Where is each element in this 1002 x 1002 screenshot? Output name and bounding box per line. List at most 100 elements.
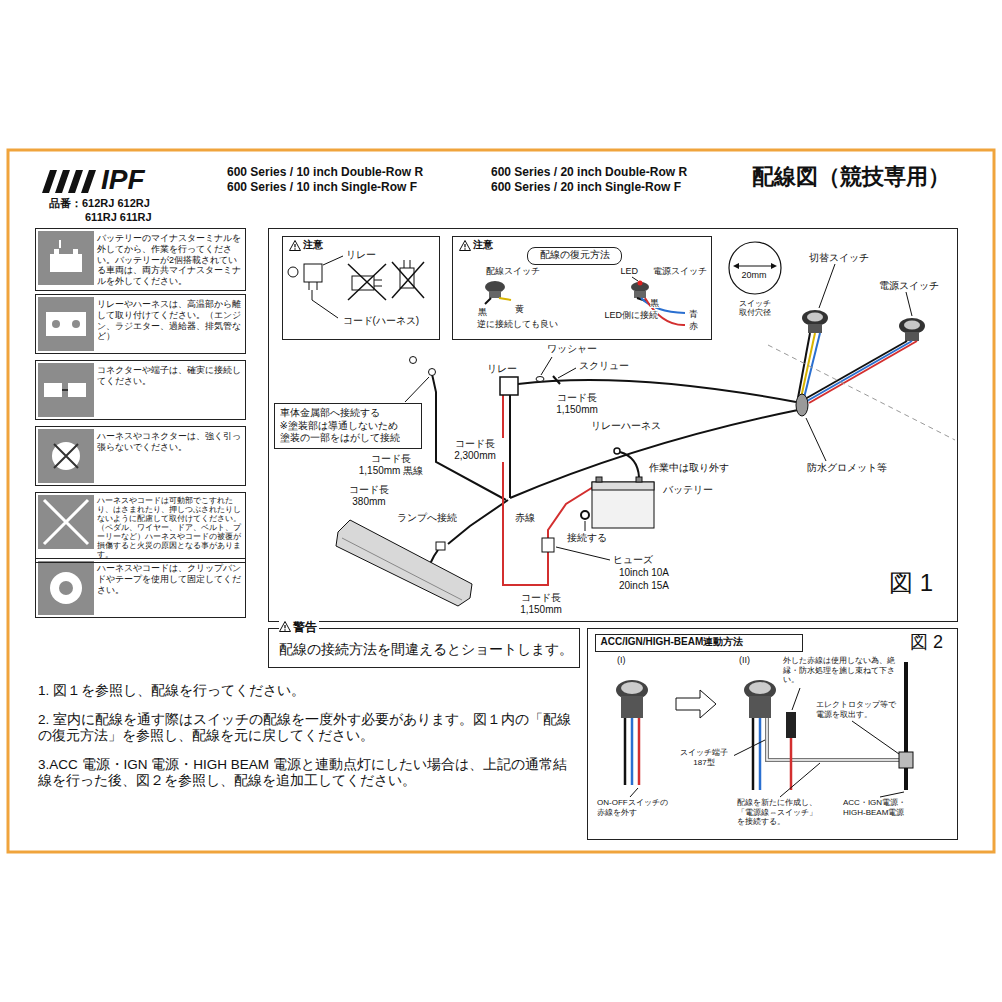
red-power-wire — [503, 395, 548, 585]
lamp-bar — [342, 538, 462, 600]
ground-screws — [410, 357, 417, 364]
figure-number: 図 1 — [889, 569, 933, 598]
warning-triangle — [280, 622, 291, 632]
hole-size-arrow — [733, 263, 777, 269]
note-box: 車体金属部へ接続する※塗装部は導通しないため塗装の一部をはがして接続 — [274, 403, 422, 449]
warning-triangle — [289, 240, 301, 251]
box-heading: 配線の復元方法 — [540, 249, 610, 261]
diagram-title: 配線図（競技専用） — [752, 164, 950, 190]
part-name: ワッシャー — [546, 343, 598, 355]
restore-switch-drawing — [638, 281, 643, 286]
caution-icon — [54, 249, 59, 254]
model-name: 600 Series / 20 inch Double-Row R — [490, 165, 688, 179]
battery — [596, 477, 602, 482]
caution-card: バッテリーのマイナスターミナルを外してから、作業を行ってください。バッテリーが2… — [35, 228, 246, 291]
note-text: 外した赤線は使用しない為、絶縁・防水処理を施し束ねて下さい。 — [782, 656, 898, 685]
wire-color: 赤 — [689, 321, 698, 332]
relay-caution-drawing — [374, 280, 382, 286]
page-frame — [8, 150, 994, 852]
relay-caution-drawing — [288, 256, 424, 318]
logo-stripes — [42, 170, 96, 193]
warning-triangle — [294, 244, 295, 247]
fig2-switch-after — [744, 680, 902, 790]
caution-icon — [46, 312, 86, 336]
caution-icon — [52, 442, 80, 470]
caution-heading: 注意 — [459, 239, 495, 251]
caution-icon — [62, 389, 68, 391]
caution-icon — [50, 572, 82, 604]
caution-card: コネクターや端子は、確実に接続してください。 — [35, 360, 246, 420]
fig2-switch-before — [638, 718, 641, 785]
caution-icon — [44, 383, 62, 397]
part-name: リレーハーネス — [590, 420, 662, 432]
power-line — [899, 662, 913, 790]
fig2-leaders — [733, 688, 904, 797]
caution-icon — [38, 429, 94, 483]
warning-heading: 警告 — [279, 620, 319, 634]
part-name: コード(ハーネス) — [343, 315, 420, 327]
model-name: 600 Series / 10 inch Single-Row F — [226, 180, 418, 194]
switches — [802, 310, 828, 326]
part-number: 品番：612RJ 612RJ — [48, 197, 151, 210]
box-text: バッテリーのマイナスターミナルを外してから、作業を行ってください。バッテリーが2… — [97, 233, 241, 287]
caution-card: ハーネスやコードは、クリップバンドやテープを使用して固定してください。 — [35, 558, 246, 618]
part-name: スイッチ端子 187型 — [674, 748, 734, 767]
ground-screws — [536, 377, 544, 382]
battery — [581, 511, 589, 519]
warning-triangle — [459, 240, 471, 251]
caution-icon — [38, 561, 94, 615]
leader-lines — [819, 264, 835, 308]
fuse-rating: 10inch 10A — [618, 567, 670, 579]
restore-switch-drawing — [485, 298, 491, 304]
ground-screws — [541, 357, 552, 375]
grommet — [796, 394, 808, 416]
wire-color: 黒 — [478, 307, 487, 318]
box-text: リレーやハーネスは、高温部から離して取り付けてください。（エンジン、ラジエター、… — [97, 299, 241, 342]
wiring-harness — [428, 374, 798, 568]
battery — [592, 482, 654, 528]
cord-length: コード長 1,150mm 黒線 — [352, 453, 430, 477]
part-name: 電源スイッチ — [653, 266, 707, 277]
restore-switch-drawing — [489, 291, 501, 298]
wire-color: 青 — [689, 309, 698, 320]
cord-length: コード長 2,300mm — [446, 438, 504, 462]
caution-card: ハーネスやコードは可動部でこすれたり、はさまれたり、押しつぶされたりしないように… — [35, 492, 246, 563]
fig2-switch-before — [621, 682, 643, 694]
caution-card: ハーネスやコネクターは、強く引っ張らないでください。 — [35, 426, 246, 486]
box-text: ハーネスやコネクターは、強く引っ張らないでください。 — [97, 431, 241, 453]
caution-icon — [54, 444, 78, 468]
grommet — [796, 394, 808, 416]
note-text: エレクトロタップ等で電源を取出す。 — [815, 700, 899, 719]
warning-triangle — [464, 244, 465, 247]
fig2-leaders — [792, 688, 800, 710]
part-name: 防水グロメット等 — [806, 462, 888, 474]
ground-screws — [405, 377, 429, 402]
wire-color: 赤線 — [514, 512, 536, 524]
fuse — [542, 538, 554, 552]
fuse-rating: 20inch 15A — [618, 580, 670, 592]
fig2-switch-after — [759, 718, 762, 790]
relay-caution-drawing — [348, 264, 386, 300]
fuse — [542, 538, 554, 552]
power-line — [899, 752, 913, 768]
page-frame — [8, 150, 994, 852]
warning-box: 警告配線の接続方法を間違えるとショートします。 — [268, 628, 580, 668]
hole-size-arrow — [736, 266, 774, 267]
relay-caution-drawing — [288, 267, 298, 277]
switches — [904, 321, 920, 330]
relay-caution-drawing — [404, 260, 410, 268]
note-text: ON-OFFスイッチの赤線を外す — [596, 798, 674, 817]
leader-lines — [768, 264, 955, 461]
part-name: 配線スイッチ — [486, 266, 540, 277]
fig2-switch-after — [749, 696, 771, 718]
power-line — [904, 662, 908, 790]
wire-color: 黒 — [650, 298, 659, 309]
wire-color: 黄 — [515, 304, 524, 315]
wiring-harness — [432, 374, 506, 500]
fig2-arrow — [676, 690, 716, 718]
part-name: リレー — [486, 363, 518, 375]
relay-caution-drawing — [392, 262, 424, 298]
note-text: ※塗装部は導通しないため塗装の一部をはがして接続 — [280, 420, 406, 444]
hole-size-circle: 20mmスイッチ取付穴径 — [728, 241, 782, 295]
